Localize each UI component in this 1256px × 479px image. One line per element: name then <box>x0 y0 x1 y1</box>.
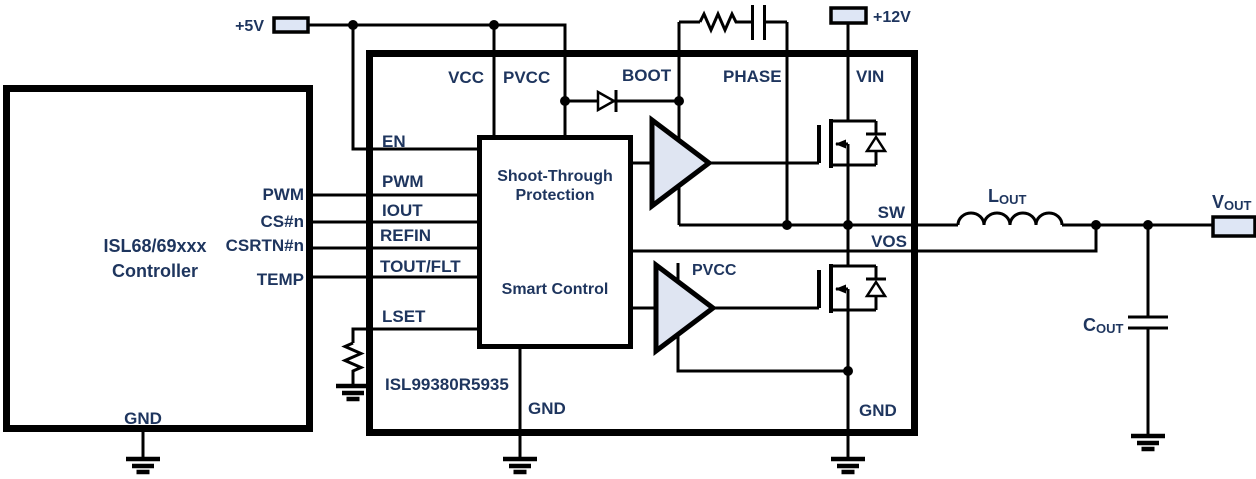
controller-pin-csrtn: CSRTN#n <box>226 236 304 255</box>
label-5v: +5V <box>235 18 264 35</box>
control-block-box <box>477 135 633 349</box>
junction-dot <box>1143 220 1153 230</box>
terminal-5v <box>272 16 310 34</box>
upper-mosfet-icon <box>817 119 888 225</box>
lower-body-arrow <box>835 284 846 294</box>
controller-pin-pwm: PWM <box>262 185 304 204</box>
junction-dot <box>348 20 358 30</box>
junction-dot <box>674 96 684 106</box>
terminal-vout <box>1211 215 1256 238</box>
junction-dots <box>348 20 1153 376</box>
junction-dot <box>560 96 570 106</box>
junction-dot <box>843 220 853 230</box>
boot-diode-icon <box>596 89 618 113</box>
pin-pvcc: PVCC <box>503 68 550 87</box>
boxes <box>3 50 918 436</box>
lower-body-diode-icon <box>864 266 888 310</box>
junction-dot <box>843 366 853 376</box>
pin-en: EN <box>382 132 406 151</box>
lset-resistor <box>341 341 365 384</box>
controller-pin-temp: TEMP <box>257 270 304 289</box>
pin-gnd-right: GND <box>859 401 897 420</box>
lower-driver-supply-label: PVCC <box>692 262 737 279</box>
power-stage-box <box>366 50 918 436</box>
pin-iout: IOUT <box>382 201 423 220</box>
pin-toutflt: TOUT/FLT <box>380 257 461 276</box>
wires <box>141 5 1213 458</box>
controller-pin-gnd: GND <box>124 409 162 428</box>
pin-vin: VIN <box>856 67 884 86</box>
pin-lset: LSET <box>382 307 426 326</box>
ground-symbol-cout <box>1131 433 1165 452</box>
pin-sw: SW <box>878 203 906 222</box>
ground-symbol-gnd-left <box>503 456 537 475</box>
wire-en <box>351 25 479 151</box>
lower-mosfet-icon <box>817 264 888 313</box>
label-cout: COUT <box>1083 315 1124 336</box>
pin-phase: PHASE <box>723 67 782 86</box>
upper-driver-icon <box>649 114 714 212</box>
lower-driver-icon <box>653 259 718 357</box>
diode-triangle <box>596 89 617 113</box>
label-lout: LOUT <box>988 186 1027 207</box>
ground-symbol-controller <box>126 456 160 475</box>
upper-body-diode-icon <box>864 121 888 165</box>
pin-vos: VOS <box>871 232 907 251</box>
terminal-12v <box>829 6 868 25</box>
controller-box <box>3 85 313 432</box>
ground-symbol-gnd-right <box>831 456 865 475</box>
junction-dot <box>1091 220 1101 230</box>
wire-lset <box>351 327 479 343</box>
controller-name-line1: ISL68/69xxx <box>103 236 206 256</box>
block-label-line2: Protection <box>515 187 594 204</box>
pin-gnd-left: GND <box>528 399 566 418</box>
pin-boot: BOOT <box>622 66 672 85</box>
block-label-line1: Shoot-Through <box>497 168 613 185</box>
output-inductor <box>956 211 1064 226</box>
ground-symbol-lset <box>336 383 370 402</box>
boot-resistor <box>698 10 751 34</box>
controller-pin-csn: CS#n <box>261 212 304 231</box>
part-number: ISL99380R5935 <box>385 375 509 394</box>
label-12v: +12V <box>873 9 911 26</box>
wire-vos <box>633 225 1098 253</box>
pin-refin: REFIN <box>380 226 431 245</box>
label-vout: VOUT <box>1212 192 1252 213</box>
junction-dot <box>489 20 499 30</box>
block-label-line3: Smart Control <box>502 281 609 298</box>
pin-vcc: VCC <box>448 68 484 87</box>
junction-dot <box>782 220 792 230</box>
controller-name-line2: Controller <box>112 261 198 281</box>
pin-pwm: PWM <box>382 172 424 191</box>
labels: +5V +12V ISL68/69xxx Controller PWM CS#n… <box>103 9 1251 428</box>
upper-body-arrow <box>835 139 846 149</box>
